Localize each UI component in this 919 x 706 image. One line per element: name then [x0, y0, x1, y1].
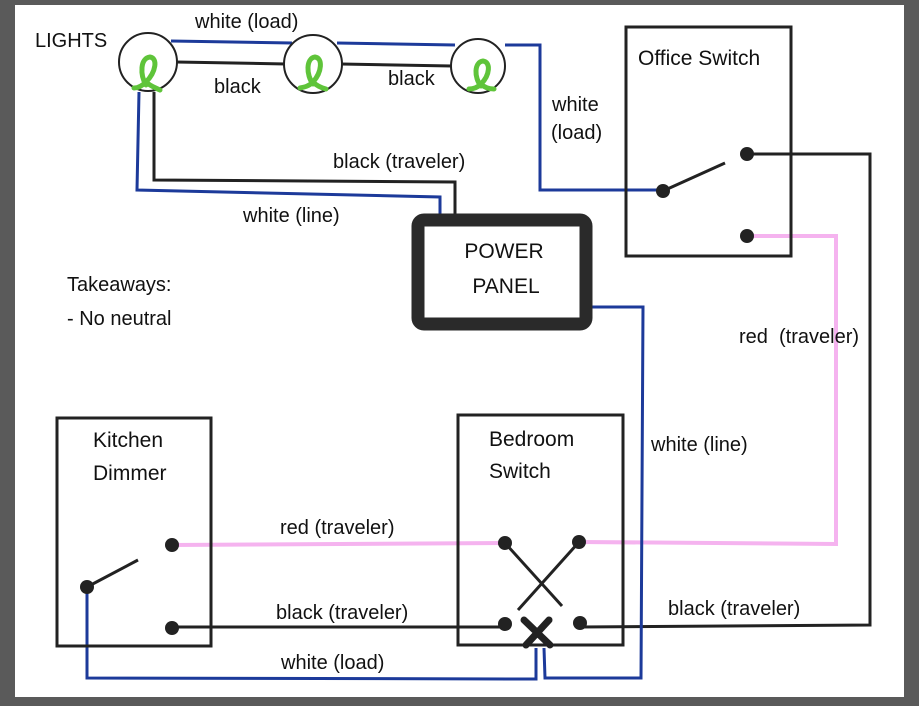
label-black-traveler-bottom-left: black (traveler): [276, 602, 408, 624]
power-panel: POWER PANEL: [411, 213, 593, 331]
label-black-traveler-bottom-right: black (traveler): [668, 598, 800, 620]
kitchen-dimmer-line2: Dimmer: [93, 462, 167, 485]
label-white-load-bottom: white (load): [280, 652, 384, 674]
takeaways-notes: Takeaways: - No neutral: [67, 274, 172, 330]
kitchen-dimmer-line1: Kitchen: [93, 429, 163, 452]
wire-red-traveler-office: [579, 234, 838, 547]
light-bulb-1: [118, 32, 178, 93]
filament-icon: [466, 58, 497, 92]
wire-labels: white (load) black black white (load) bl…: [194, 11, 859, 674]
office-switch: Office Switch: [624, 25, 793, 258]
wire-white-line-panel: [135, 91, 442, 218]
power-panel-line2: PANEL: [472, 275, 539, 298]
light-bulb-2: [283, 34, 343, 94]
wire-black-bulbs: [175, 60, 453, 68]
common-terminal-x-icon: [520, 616, 554, 649]
wire-white-line-bedroom: [542, 305, 645, 680]
terminal-traveler-1: [740, 147, 754, 161]
label-office-white-2: (load): [551, 122, 602, 144]
cross-lever-1: [503, 541, 564, 608]
cross-lever-2: [516, 540, 581, 612]
kitchen-dimmer: Kitchen Dimmer: [55, 416, 213, 648]
label-red-traveler-bottom: red (traveler): [280, 517, 394, 539]
wiring-diagram: LIGHTS Office Switch POWER PANEL Kitchen…: [35, 11, 872, 681]
lights-label: LIGHTS: [35, 30, 107, 52]
wire-red-traveler-bottom: [171, 541, 506, 547]
bedroom-switch: Bedroom Switch: [456, 413, 625, 649]
takeaways-item: - No neutral: [67, 308, 172, 330]
terminal-bottom-left: [498, 617, 512, 631]
power-panel-line1: POWER: [464, 240, 543, 263]
label-white-line-right: white (line): [650, 434, 748, 456]
terminal-traveler-2: [165, 621, 179, 635]
label-black-2: black: [388, 68, 436, 90]
label-white-load-top: white (load): [194, 11, 298, 33]
wire-white-load-bottom: [85, 587, 538, 681]
office-switch-label: Office Switch: [638, 47, 760, 70]
bedroom-switch-line1: Bedroom: [489, 428, 574, 451]
light-bulb-3: [450, 38, 506, 94]
wire-black-traveler-panel: [152, 92, 457, 220]
switch-lever: [86, 558, 139, 589]
label-red-traveler-right: red (traveler): [739, 326, 859, 348]
label-office-white-1: white: [551, 94, 599, 116]
terminal-traveler-1: [165, 538, 179, 552]
label-white-line-panel: white (line): [242, 205, 340, 227]
label-black-traveler-panel: black (traveler): [333, 151, 465, 173]
terminal-bottom-right: [573, 616, 587, 630]
wire-white-load-top: [170, 39, 660, 192]
label-black-1: black: [214, 76, 262, 98]
lights-group: LIGHTS: [35, 30, 506, 94]
terminal-traveler-2: [740, 229, 754, 243]
bedroom-switch-line2: Switch: [489, 460, 551, 483]
switch-lever: [662, 161, 726, 193]
takeaways-heading: Takeaways:: [67, 274, 172, 296]
filament-icon: [297, 54, 329, 92]
wire-black-traveler-office: [579, 152, 872, 629]
filament-icon: [131, 54, 163, 93]
diagram-paper: LIGHTS Office Switch POWER PANEL Kitchen…: [15, 5, 904, 697]
wires: [85, 39, 872, 681]
